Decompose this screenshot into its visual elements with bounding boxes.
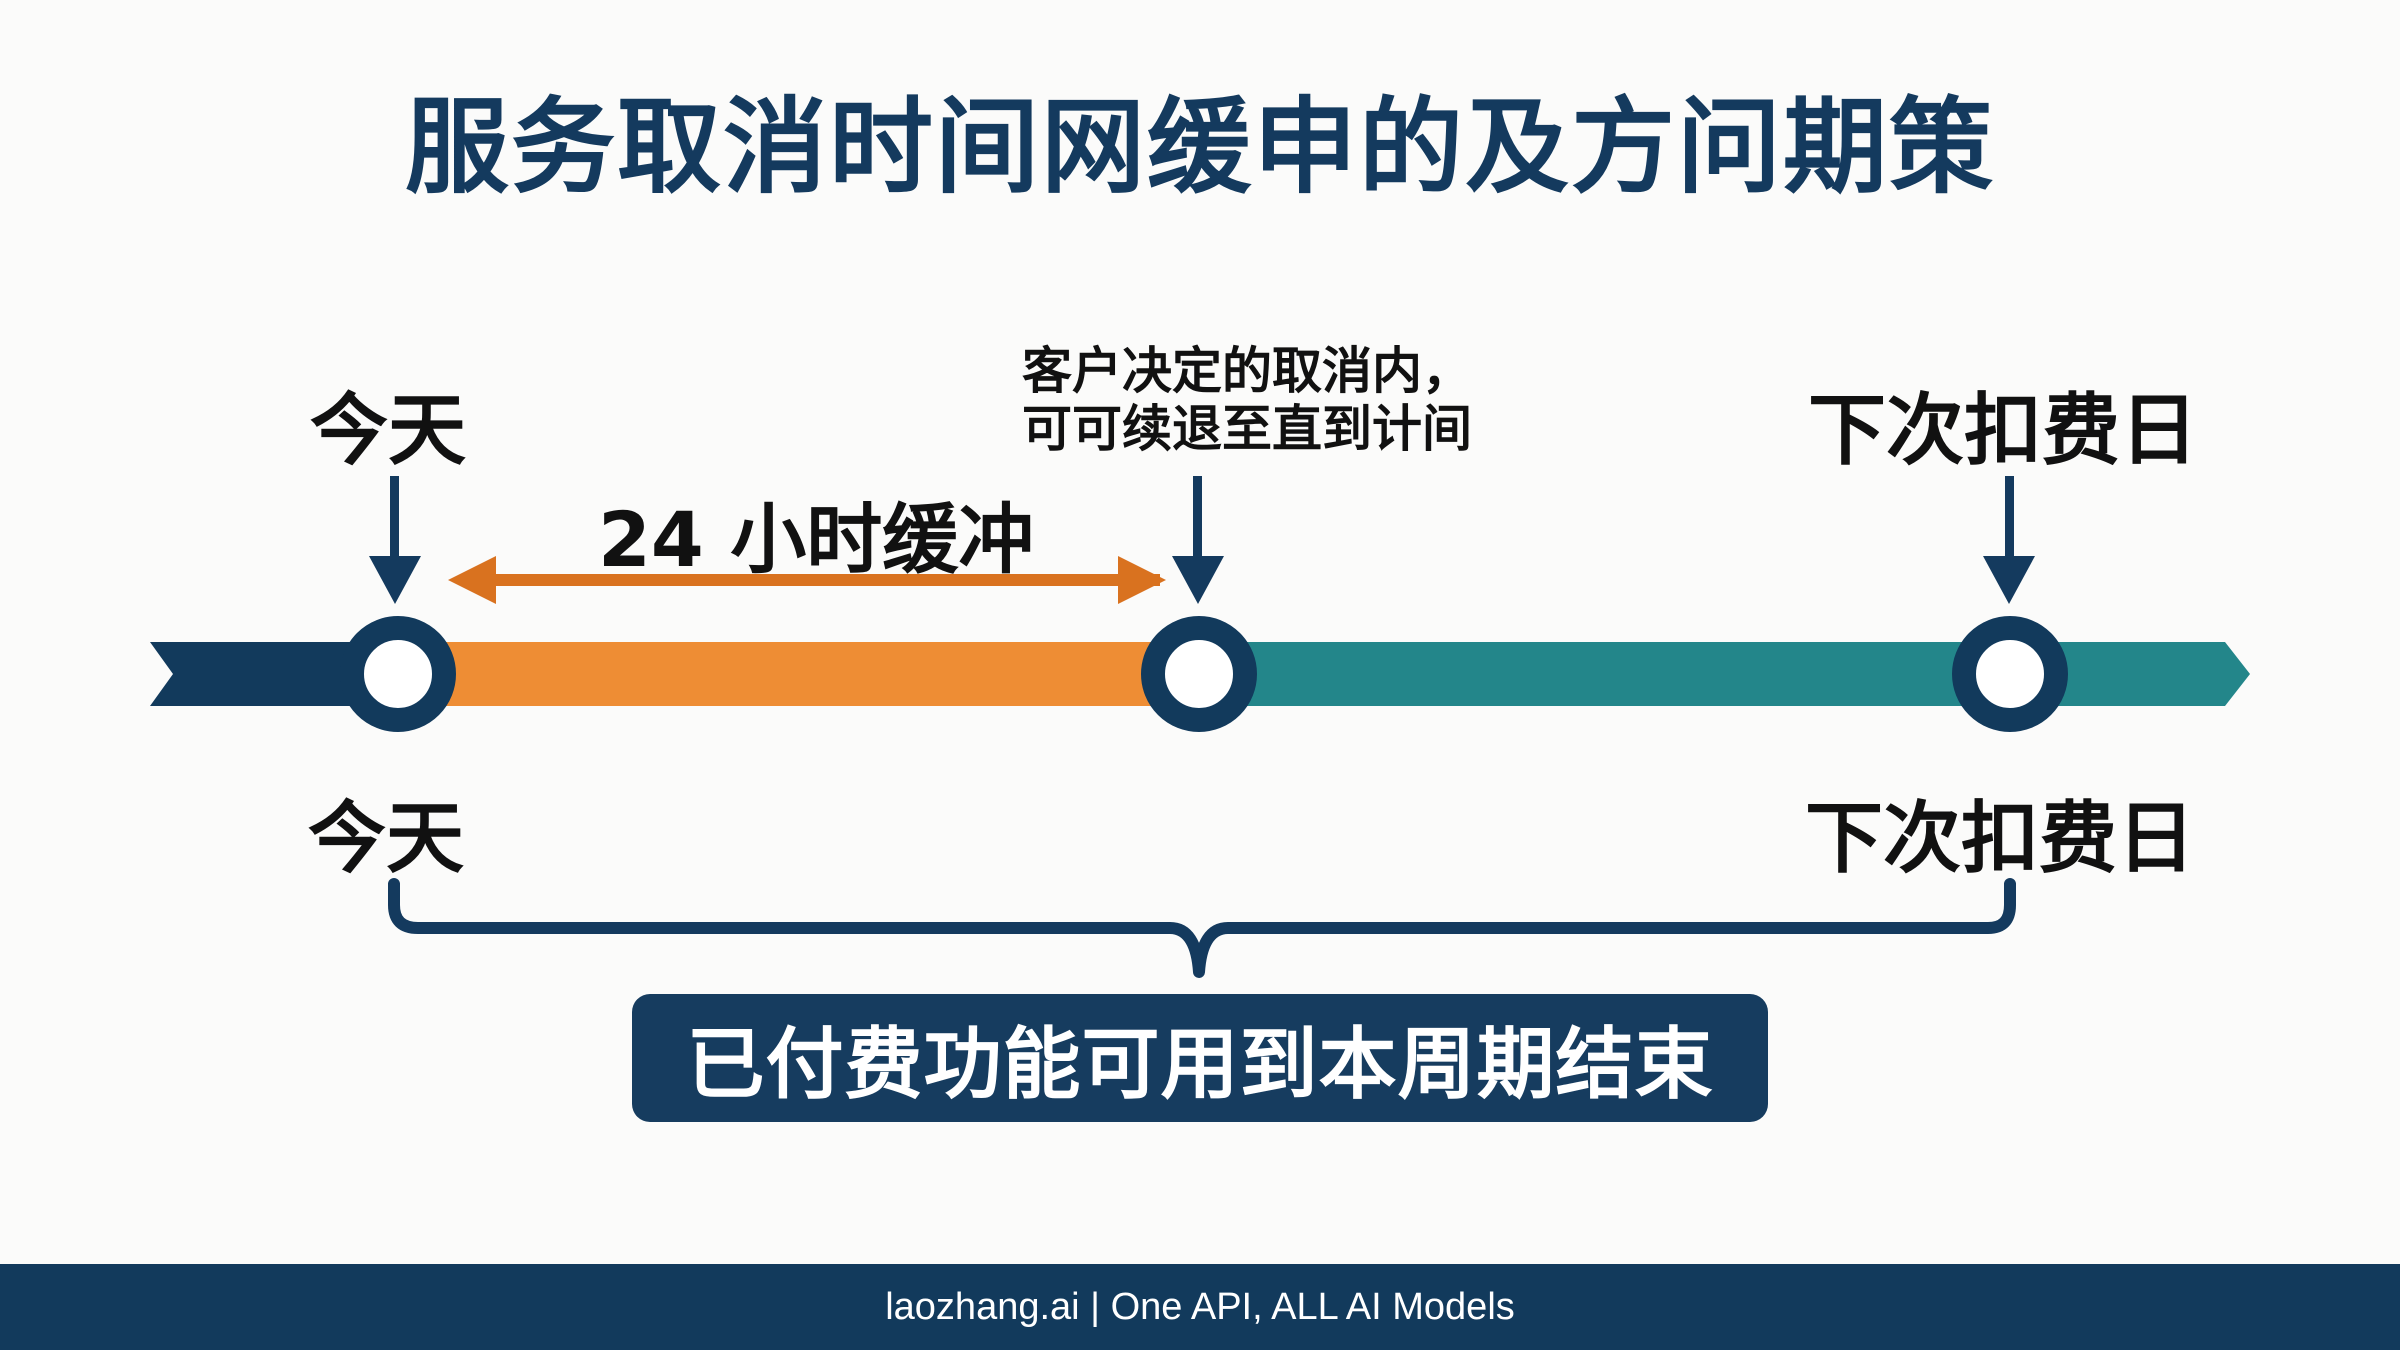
- summary-banner: 已付费功能可用到本周期结束: [632, 994, 1768, 1122]
- buffer-label: 24 小时缓冲: [598, 495, 1035, 584]
- today-marker: [340, 616, 456, 732]
- next-billing-bottom-label: 下次扣费日: [1805, 794, 2196, 884]
- decision-label: 客户决定的取消内， 可可续退至直到计间: [1022, 342, 1472, 458]
- next-billing-top-label: 下次扣费日: [1808, 386, 2199, 476]
- decision-label-line-2: 可可续退至直到计间: [1022, 400, 1472, 458]
- decision-label-line-1: 客户决定的取消内，: [1022, 342, 1472, 400]
- page-title: 服务取消时间网缓申的及方问期策: [404, 86, 1995, 208]
- timeline-segment-before: [150, 642, 400, 706]
- timeline-segment-buffer: [400, 642, 1200, 706]
- footer-text: laozhang.ai | One API, ALL AI Models: [885, 1285, 1515, 1328]
- today-down-arrow-icon: [369, 476, 421, 604]
- today-bottom-label: 今天: [308, 794, 465, 884]
- period-brace: [388, 878, 2016, 978]
- decision-marker: [1141, 616, 1257, 732]
- footer-bar: laozhang.ai | One API, ALL AI Models: [0, 1264, 2400, 1350]
- summary-text: 已付费功能可用到本周期结束: [686, 1020, 1714, 1110]
- decision-down-arrow-icon: [1172, 476, 1224, 604]
- next-billing-marker: [1952, 616, 2068, 732]
- timeline-segment-after: [1200, 642, 2250, 706]
- buffer-double-arrow-icon: [448, 556, 1166, 604]
- today-top-label: 今天: [310, 386, 467, 476]
- next-billing-down-arrow-icon: [1983, 476, 2035, 604]
